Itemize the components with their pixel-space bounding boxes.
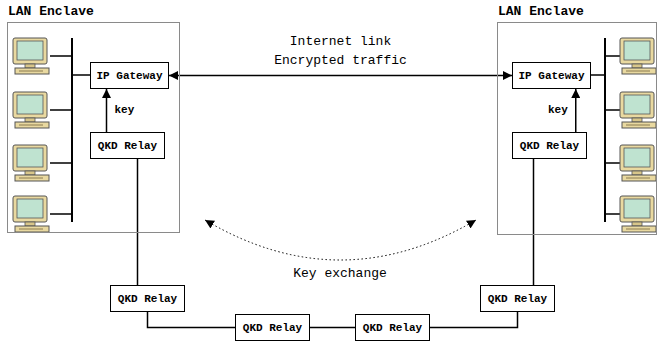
lan-enclave: LAN EnclaveIP GatewayQKD Relay xyxy=(7,22,180,233)
lan-bus xyxy=(587,38,620,222)
box-label: QKD Relay xyxy=(118,293,177,305)
relay-box: QKD Relay xyxy=(355,314,430,341)
key-label: key xyxy=(113,103,137,119)
box-label: QKD Relay xyxy=(243,322,302,334)
relay-box: QKD Relay xyxy=(90,132,165,159)
key-exchange-arc xyxy=(205,220,476,260)
link-label: Internet link Encrypted traffic xyxy=(264,33,418,71)
relay-box: IP Gateway xyxy=(90,62,169,89)
computer-icon xyxy=(13,38,49,232)
key-label: key xyxy=(546,103,570,119)
box-label: QKD Relay xyxy=(363,322,422,334)
enclave-title: LAN Enclave xyxy=(498,4,584,19)
connector xyxy=(575,89,577,132)
connector xyxy=(310,327,355,329)
box-label: QKD Relay xyxy=(98,140,157,152)
enclave-title: LAN Enclave xyxy=(8,4,94,19)
connector xyxy=(430,312,518,328)
relay-box: QKD Relay xyxy=(235,314,310,341)
box-label: QKD Relay xyxy=(520,140,579,152)
box-label: IP Gateway xyxy=(96,70,162,82)
connector xyxy=(533,159,535,285)
connector xyxy=(137,159,139,285)
computer-icon xyxy=(620,38,656,232)
relay-box: QKD Relay xyxy=(110,285,185,312)
connector xyxy=(106,89,108,132)
box-label: IP Gateway xyxy=(518,70,584,82)
note-label: Key exchange xyxy=(291,266,389,281)
relay-box: QKD Relay xyxy=(480,285,555,312)
lan-bus xyxy=(50,38,90,222)
box-label: QKD Relay xyxy=(488,293,547,305)
relay-box: IP Gateway xyxy=(512,62,591,89)
lan-enclave: LAN EnclaveIP GatewayQKD Relay xyxy=(497,22,657,235)
connector xyxy=(169,75,512,77)
connector xyxy=(148,312,236,328)
relay-box: QKD Relay xyxy=(512,132,587,159)
